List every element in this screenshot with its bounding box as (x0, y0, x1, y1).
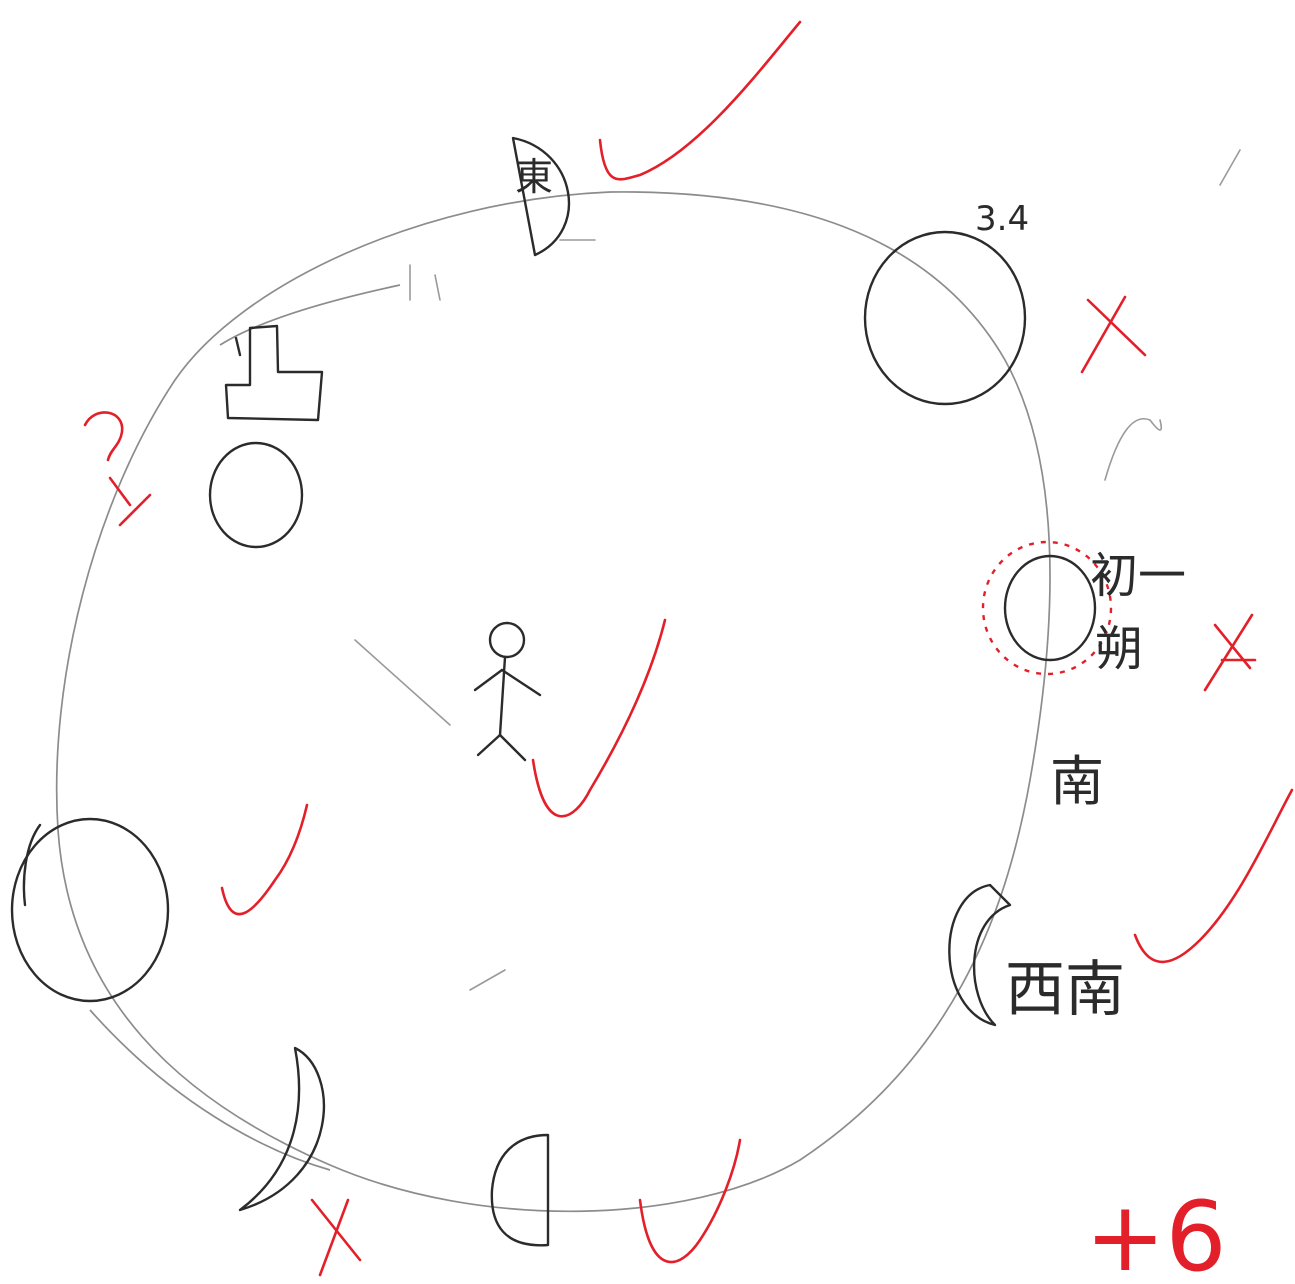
moon-phase-upper-right-full (865, 232, 1025, 404)
check-mark-observer (533, 620, 665, 816)
cross-mark-upper-right (1082, 297, 1145, 372)
phase-number-label: 3.4 (975, 199, 1029, 239)
south-label: 南 (1050, 750, 1104, 813)
east-label: 東 (515, 155, 553, 199)
cross-mark-lower-left (312, 1200, 360, 1275)
moon-phase-left-full (12, 819, 168, 1001)
tower-drawing (226, 326, 322, 420)
question-mark-upper-left (85, 412, 150, 525)
cross-mark-new-moon (1205, 615, 1255, 690)
moon-phase-bottom-half (492, 1135, 548, 1245)
moon-phase-southwest-crescent (949, 885, 1010, 1025)
orbit-overlap-stroke (220, 285, 400, 345)
score-label: +6 (1085, 1181, 1227, 1284)
moon-phase-upper-left-circle (210, 443, 302, 547)
moon-phase-lower-left-crescent (240, 1048, 324, 1210)
first-day-label: 初一 (1090, 548, 1186, 604)
new-moon-label: 朔 (1095, 621, 1143, 677)
southwest-label: 西南 (1005, 955, 1125, 1025)
check-mark-east (600, 22, 800, 179)
observer-stick-figure (475, 623, 540, 760)
orbit-lower-stroke (90, 1010, 330, 1170)
check-mark-bottom (640, 1140, 740, 1262)
check-mark-left (222, 805, 307, 914)
moon-orbit (57, 192, 1050, 1211)
check-mark-southwest (1135, 790, 1292, 962)
